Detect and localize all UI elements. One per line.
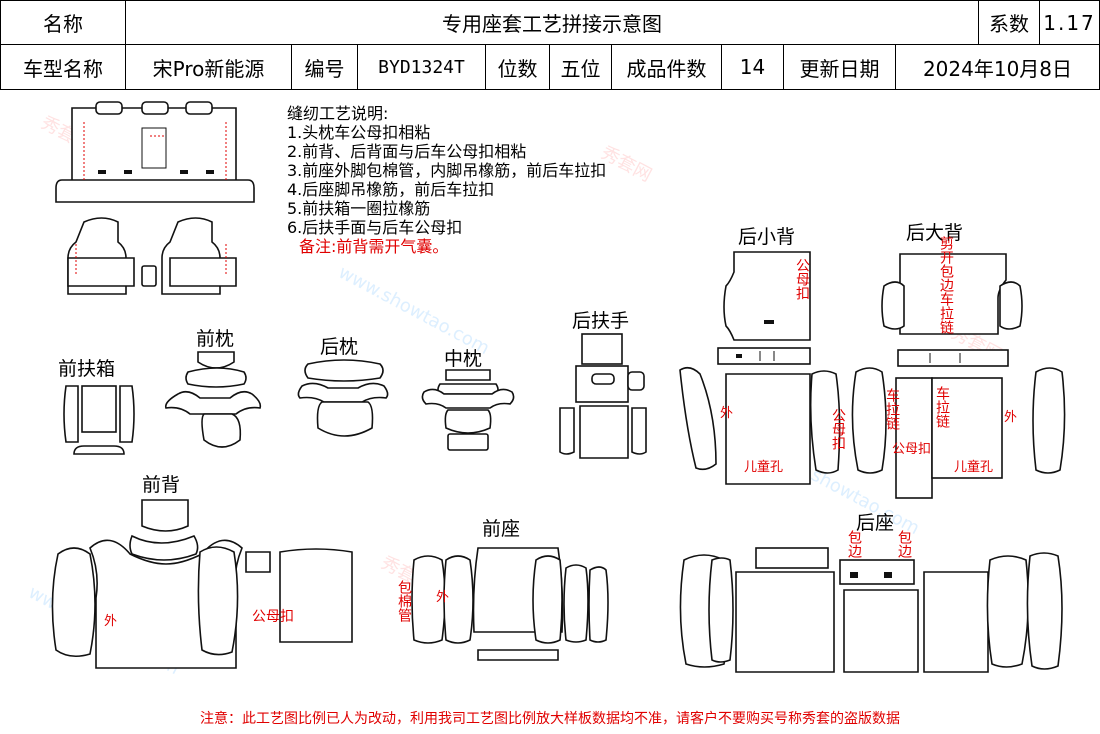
- annotation-rear-seat-edge-right: 包边: [896, 530, 912, 558]
- rear-headrest-pieces: [297, 359, 389, 437]
- annotation-small-back-child: 儿童孔: [744, 460, 784, 475]
- annotation-small-back-snap: 公母扣: [794, 258, 810, 300]
- annotation-big-back-snap: 公母扣: [892, 442, 932, 457]
- front-headrest-pieces: [164, 351, 262, 448]
- notes-item: 6.后扶手面与后车公母扣: [287, 218, 463, 237]
- annotation-front-back-snap: 公母扣: [252, 609, 294, 625]
- rear-small-back-pieces: [679, 251, 841, 485]
- middle-headrest-pieces: [421, 369, 515, 451]
- section-front-headrest: 前枕: [196, 328, 235, 350]
- footer-warning: 注意：此工艺图比例已人为改动，利用我司工艺图比例放大样板数据均不准，请客户不要购…: [200, 711, 900, 727]
- seats-label: 位数: [486, 45, 550, 90]
- notes-item: 3.前座外脚包棉管，内脚吊橡筋，前后车拉扣: [287, 161, 607, 180]
- section-rear-big-back: 后大背: [906, 222, 964, 244]
- front-seat-pieces: [411, 547, 609, 661]
- notes-item: 2.前背、后背面与后车公母扣相粘: [287, 142, 527, 161]
- annotation-small-back-snap2: 公母扣: [830, 408, 846, 450]
- pieces-value: 14: [722, 45, 784, 90]
- annotation-front-seat-tube: 包棉管: [396, 580, 412, 622]
- model-value: 宋Pro新能源: [126, 45, 292, 90]
- annotation-front-back-outer: 外: [104, 614, 118, 629]
- annotation-small-back-outer: 外: [720, 406, 734, 421]
- section-rear-armrest: 后扶手: [572, 310, 630, 332]
- annotation-big-back-zip-left: 车拉链: [884, 388, 900, 430]
- rear-bench-overview: [55, 101, 255, 203]
- name-label: 名称: [0, 0, 126, 45]
- front-armbox-pieces: [63, 385, 135, 455]
- pieces-label: 成品件数: [612, 45, 722, 90]
- section-rear-headrest: 后枕: [320, 336, 359, 358]
- rear-armrest-pieces: [559, 333, 647, 459]
- section-middle-headrest: 中枕: [444, 348, 483, 370]
- section-front-seat: 前座: [482, 518, 521, 540]
- code-value: BYD1324T: [358, 45, 486, 90]
- section-front-back: 前背: [142, 474, 181, 496]
- annotation-big-back-cut: 剪开包边车拉链: [938, 236, 954, 334]
- section-front-armbox: 前扶箱: [58, 358, 116, 380]
- coef-label: 系数: [979, 0, 1040, 45]
- notes-item: 1.头枕车公母扣相粘: [287, 123, 431, 142]
- front-seats-overview: [67, 217, 237, 295]
- date-value: 2024年10月8日: [896, 45, 1100, 90]
- sewing-notes: 缝纫工艺说明: 1.头枕车公母扣相粘 2.前背、后背面与后车公母扣相粘 3.前座…: [287, 104, 606, 256]
- section-rear-small-back: 后小背: [738, 226, 796, 248]
- notes-remark: 备注:前背需开气囊。: [299, 237, 449, 256]
- section-rear-seat: 后座: [856, 512, 895, 534]
- annotation-big-back-zip-right: 车拉链: [934, 386, 950, 428]
- front-back-pieces: [51, 499, 353, 669]
- rear-seat-pieces: [679, 547, 1063, 673]
- annotation-front-seat-outer: 外: [436, 590, 450, 605]
- doc-title: 专用座套工艺拼接示意图: [126, 0, 979, 45]
- annotation-big-back-outer: 外: [1004, 410, 1018, 425]
- notes-title: 缝纫工艺说明:: [287, 104, 389, 123]
- seats-value: 五位: [550, 45, 612, 90]
- model-label: 车型名称: [0, 45, 126, 90]
- annotation-rear-seat-edge-left: 包边: [846, 530, 862, 558]
- annotation-big-back-child: 儿童孔: [954, 460, 994, 475]
- header-table: 名称 专用座套工艺拼接示意图 系数 1.17 车型名称 宋Pro新能源 编号 B…: [0, 0, 1100, 90]
- notes-item: 5.前扶箱一圈拉橡筋: [287, 199, 431, 218]
- code-label: 编号: [292, 45, 358, 90]
- notes-item: 4.后座脚吊橡筋，前后车拉扣: [287, 180, 495, 199]
- rear-big-back-pieces: [851, 253, 1066, 499]
- date-label: 更新日期: [784, 45, 896, 90]
